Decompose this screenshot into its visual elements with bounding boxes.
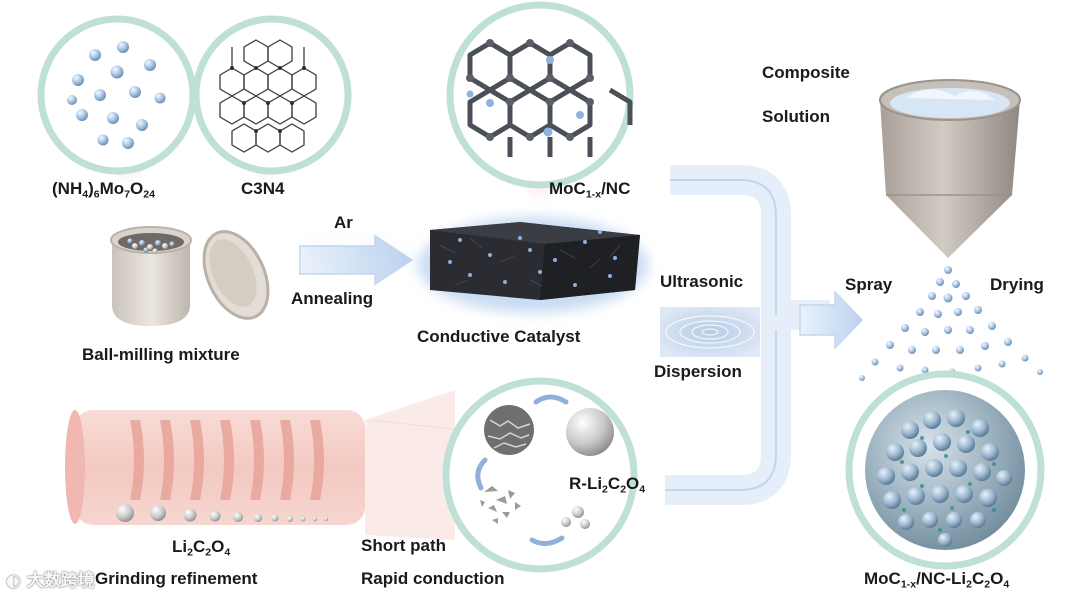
- label-ultrasonic: Ultrasonic: [660, 272, 744, 291]
- label-ar: Ar: [334, 213, 353, 232]
- merge-flow-tube: [665, 165, 864, 505]
- ball-mill-jar: [110, 226, 270, 326]
- label-c3n4: C3N4: [241, 179, 285, 198]
- label-ball-milling: Ball-milling mixture: [82, 345, 240, 364]
- molybdate-circle: [37, 15, 197, 190]
- label-rapid-conduction: Rapid conduction: [361, 569, 505, 588]
- label-conductive-catalyst: Conductive Catalyst: [417, 327, 581, 346]
- composite-solution-cup: [879, 79, 1021, 258]
- grinding-tube: [65, 390, 455, 540]
- label-solution: Solution: [762, 107, 830, 126]
- ultrasonic-ripple: [660, 307, 760, 357]
- label-r-li2c2o4: R-Li2C2O4: [569, 474, 646, 496]
- conductive-catalyst-block: [418, 217, 648, 313]
- annealing-arrow: [299, 234, 414, 286]
- label-dispersion: Dispersion: [654, 362, 742, 381]
- watermark-logo: ◐ 大数跨境: [6, 571, 95, 591]
- spray-droplets: [859, 266, 1043, 381]
- label-short-path: Short path: [361, 536, 446, 555]
- c3n4-circle: [192, 15, 352, 190]
- label-li2c2o4: Li2C2O4: [172, 537, 231, 559]
- label-moc-nc: MoC1-x/NC: [549, 179, 631, 201]
- watermark-icon: ◐: [6, 571, 27, 591]
- label-grinding: Grinding refinement: [95, 569, 258, 588]
- label-annealing: Annealing: [291, 289, 374, 308]
- product-sphere: [845, 370, 1045, 570]
- label-drying: Drying: [990, 275, 1044, 294]
- label-composite: Composite: [762, 63, 850, 82]
- moc-nc-circle: [446, 1, 634, 210]
- label-product: MoC1-x/NC-Li2C2O4: [864, 569, 1010, 591]
- label-spray: Spray: [845, 275, 893, 294]
- molybdate-particles: [67, 41, 166, 149]
- r-li2c2o4-circle: [369, 377, 638, 573]
- label-ammonium-molybdate: (NH4)6Mo7O24: [52, 179, 155, 201]
